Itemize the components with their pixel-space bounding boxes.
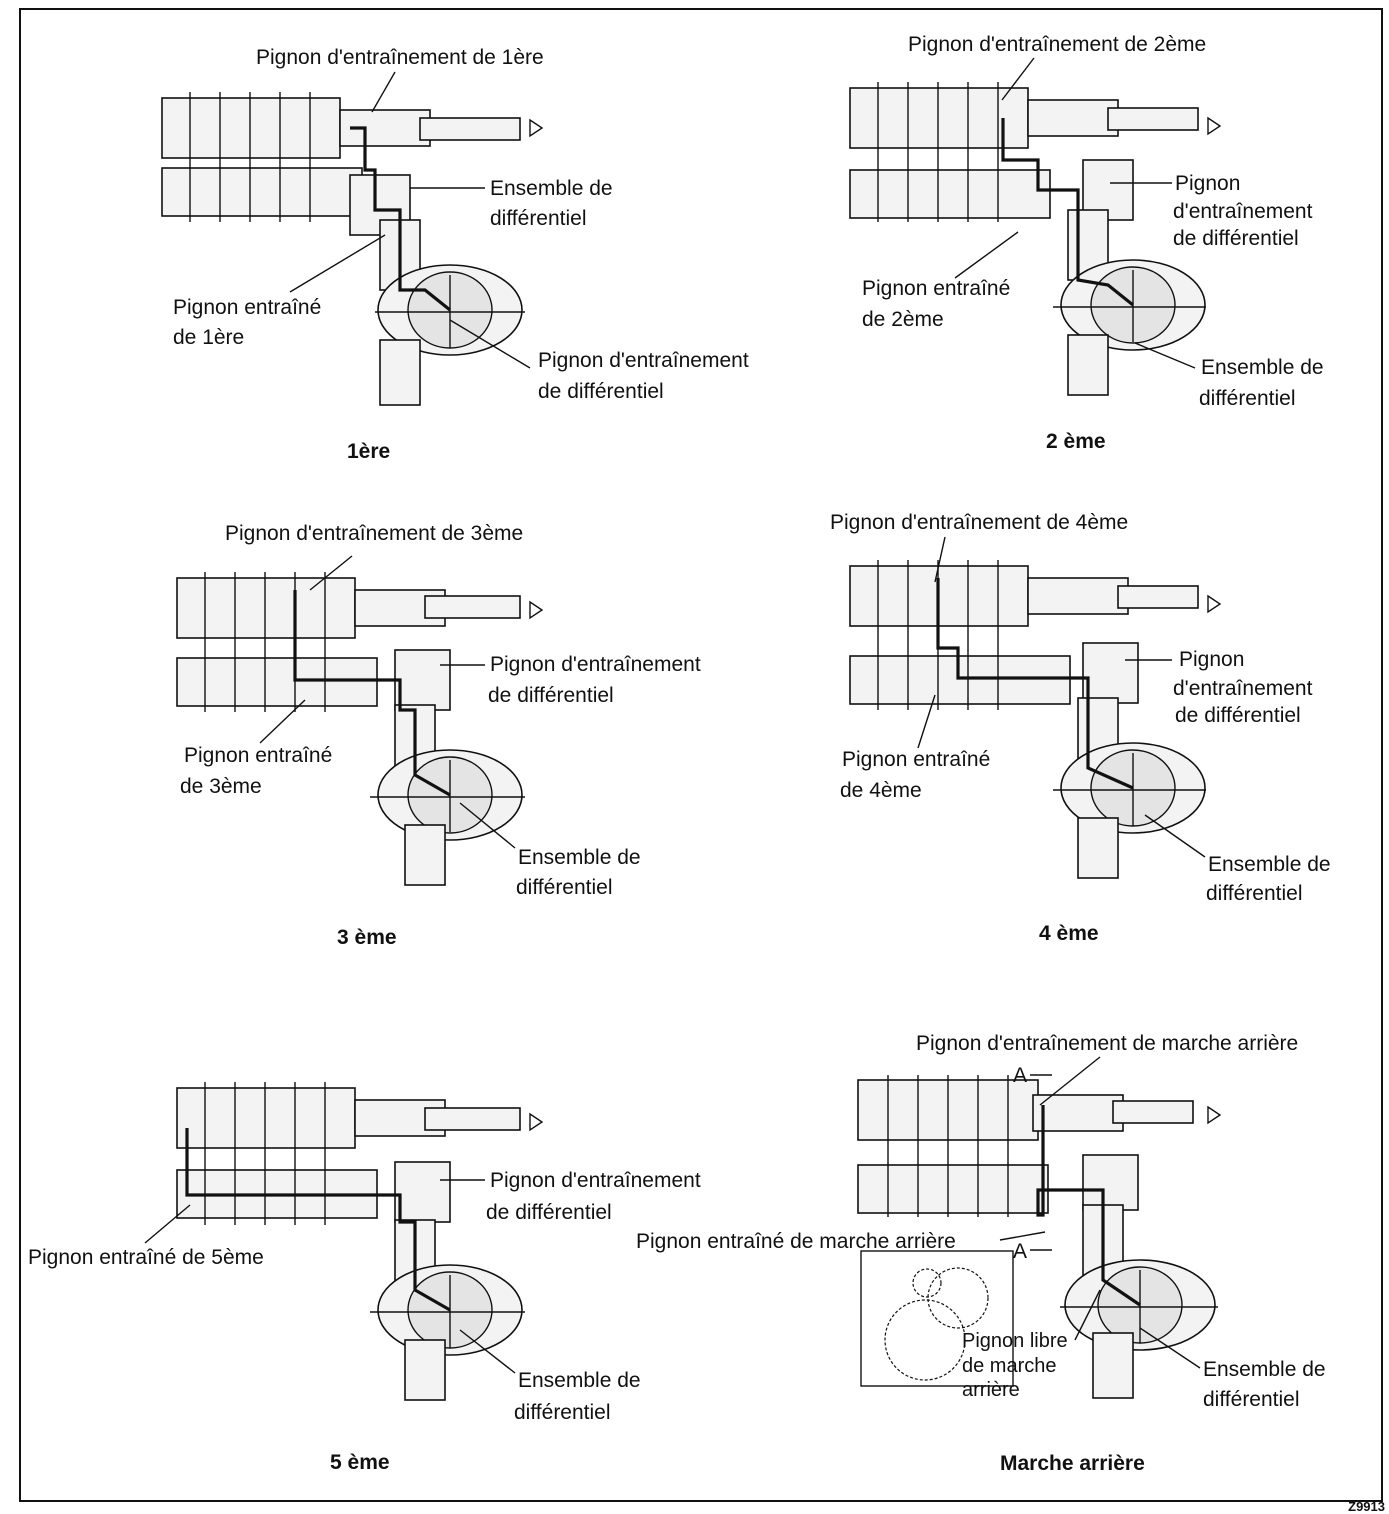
label-reverse-idler-gear-c: arrière bbox=[962, 1379, 1020, 1401]
transaxle-drawing-reverse bbox=[857, 1075, 1222, 1399]
label-4eme-driven-gear-b: de 4ème bbox=[840, 779, 922, 802]
label-1ere-drive-gear: Pignon d'entraînement de 1ère bbox=[256, 46, 544, 69]
label-2eme-diff-drive-gear-c: de différentiel bbox=[1173, 227, 1299, 250]
label-reverse-section-a-top: A bbox=[1013, 1064, 1028, 1087]
label-4eme-drive-gear: Pignon d'entraînement de 4ème bbox=[830, 511, 1129, 534]
label-reverse-driven-gear: Pignon entraîné de marche arrière bbox=[636, 1230, 956, 1253]
transaxle-drawing-2 bbox=[849, 82, 1222, 396]
label-4eme-diff-drive-gear-b: d'entraînement bbox=[1173, 677, 1313, 700]
label-reverse-drive-gear: Pignon d'entraînement de marche arrière bbox=[916, 1032, 1299, 1055]
label-5eme-diff-drive-gear-b: de différentiel bbox=[486, 1201, 612, 1224]
label-reverse-diff-assembly-a: Ensemble de bbox=[1203, 1358, 1326, 1381]
label-2eme-diff-drive-gear-a: Pignon bbox=[1175, 172, 1241, 195]
label-1ere-diff-drive-gear-b: de différentiel bbox=[538, 380, 664, 403]
label-3eme-diff-drive-gear-a: Pignon d'entraînement bbox=[490, 653, 701, 676]
label-reverse-diff-assembly-b: différentiel bbox=[1203, 1388, 1300, 1411]
label-reverse-section-a-bottom: A bbox=[1013, 1240, 1028, 1263]
transaxle-drawing-5 bbox=[176, 1082, 544, 1401]
label-4eme-diff-drive-gear-a: Pignon bbox=[1179, 648, 1245, 671]
label-2eme-drive-gear: Pignon d'entraînement de 2ème bbox=[908, 33, 1207, 56]
label-5eme-diff-assembly-a: Ensemble de bbox=[518, 1369, 641, 1392]
label-3eme-driven-gear-b: de 3ème bbox=[180, 775, 262, 798]
caption-2eme: 2 ème bbox=[1046, 430, 1106, 453]
label-5eme-diff-drive-gear-a: Pignon d'entraînement bbox=[490, 1169, 701, 1192]
transaxle-drawing-3 bbox=[176, 572, 544, 886]
label-4eme-diff-drive-gear-c: de différentiel bbox=[1175, 704, 1301, 727]
label-1ere-diff-drive-gear-a: Pignon d'entraînement bbox=[538, 349, 749, 372]
label-1ere-driven-gear-b: de 1ère bbox=[173, 326, 245, 349]
caption-3eme: 3 ème bbox=[337, 926, 397, 949]
label-reverse-idler-gear-a: Pignon libre bbox=[962, 1330, 1068, 1352]
transaxle-drawing-4 bbox=[849, 560, 1222, 879]
caption-4eme: 4 ème bbox=[1039, 922, 1099, 945]
figure-frame bbox=[19, 8, 1383, 1502]
label-5eme-driven-gear: Pignon entraîné de 5ème bbox=[28, 1246, 264, 1269]
label-2eme-driven-gear-b: de 2ème bbox=[862, 308, 944, 331]
label-4eme-diff-assembly-a: Ensemble de bbox=[1208, 853, 1331, 876]
label-5eme-diff-assembly-b: différentiel bbox=[514, 1401, 611, 1424]
caption-1ere: 1ère bbox=[347, 440, 391, 463]
label-4eme-diff-assembly-b: différentiel bbox=[1206, 882, 1303, 905]
label-2eme-driven-gear-a: Pignon entraîné bbox=[862, 277, 1011, 300]
idler-gear-inset bbox=[860, 1250, 1014, 1387]
label-4eme-driven-gear-a: Pignon entraîné bbox=[842, 748, 991, 771]
label-2eme-diff-drive-gear-b: d'entraînement bbox=[1173, 200, 1313, 223]
label-3eme-diff-assembly-b: différentiel bbox=[516, 876, 613, 899]
label-3eme-diff-assembly-a: Ensemble de bbox=[518, 846, 641, 869]
label-1ere-driven-gear-a: Pignon entraîné bbox=[173, 296, 322, 319]
label-3eme-drive-gear: Pignon d'entraînement de 3ème bbox=[225, 522, 524, 545]
label-2eme-diff-assembly-a: Ensemble de bbox=[1201, 356, 1324, 379]
label-reverse-idler-gear-b: de marche bbox=[962, 1355, 1057, 1377]
label-3eme-driven-gear-a: Pignon entraîné bbox=[184, 744, 333, 767]
caption-reverse: Marche arrière bbox=[1000, 1452, 1145, 1475]
label-1ere-diff-assembly-b: différentiel bbox=[490, 207, 587, 230]
label-3eme-diff-drive-gear-b: de différentiel bbox=[488, 684, 614, 707]
caption-5eme: 5 ème bbox=[330, 1451, 390, 1474]
figure-code: Z9913 bbox=[1348, 1499, 1385, 1514]
label-2eme-diff-assembly-b: différentiel bbox=[1199, 387, 1296, 410]
label-1ere-diff-assembly-a: Ensemble de bbox=[490, 177, 613, 200]
transaxle-drawing-1 bbox=[161, 92, 544, 406]
